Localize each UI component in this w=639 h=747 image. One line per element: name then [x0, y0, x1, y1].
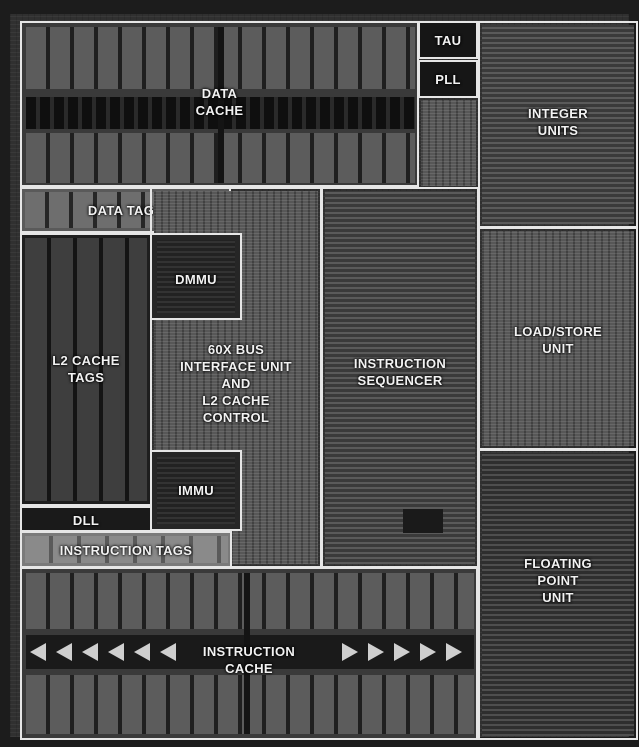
right-arrow-icon	[368, 643, 384, 661]
left-arrow-icon	[108, 643, 124, 661]
right-arrow-icon	[394, 643, 410, 661]
instruction-cache-block: INSTRUCTION CACHE	[20, 567, 478, 740]
load-store-unit-block: LOAD/STORE UNIT	[478, 227, 638, 450]
left-arrow-icon	[30, 643, 46, 661]
left-arrow-icon	[160, 643, 176, 661]
floating-point-unit-texture	[482, 453, 634, 736]
left-arrow-icon	[56, 643, 72, 661]
data-cache-block: DATA CACHE	[20, 21, 419, 187]
floating-point-unit-block: FLOATING POINT UNIT	[478, 449, 638, 740]
instruction-sequencer-texture	[325, 191, 475, 564]
right-arrow-icon	[420, 643, 436, 661]
tau-block: TAU	[418, 21, 478, 59]
right-arrow-icon	[446, 643, 462, 661]
dmmu-texture	[157, 240, 235, 313]
immu-block: IMMU	[150, 450, 242, 531]
pll-block: PLL	[418, 60, 478, 98]
instruction-cache-cells-bottom	[26, 675, 474, 734]
instruction-tags-block: INSTRUCTION TAGS	[20, 531, 232, 568]
integer-units-block: INTEGER UNITS	[478, 21, 638, 228]
dll-block: DLL	[20, 506, 152, 532]
left-arrow-icon	[82, 643, 98, 661]
instruction-sequencer-dark-patch	[403, 509, 443, 533]
integer-units-texture	[482, 25, 634, 224]
load-store-unit-texture	[482, 231, 634, 446]
l2-cache-tags-block: L2 CACHE TAGS	[20, 233, 152, 506]
l2-cache-tags-texture	[25, 238, 147, 501]
left-arrow-icon	[134, 643, 150, 661]
dll-label: DLL	[72, 513, 100, 528]
tau-label: TAU	[434, 33, 462, 48]
data-cache-center-spine	[218, 27, 224, 183]
dmmu-block: DMMU	[150, 233, 242, 320]
immu-texture	[157, 457, 235, 524]
pll-label: PLL	[435, 72, 461, 87]
instruction-sequencer-block: INSTRUCTION SEQUENCER	[321, 187, 479, 568]
instruction-tags-texture	[25, 536, 228, 563]
instruction-cache-cells-top	[26, 573, 474, 629]
instruction-cache-center-spine	[244, 573, 250, 734]
right-arrow-icon	[342, 643, 358, 661]
misc-logic-area	[421, 100, 476, 186]
